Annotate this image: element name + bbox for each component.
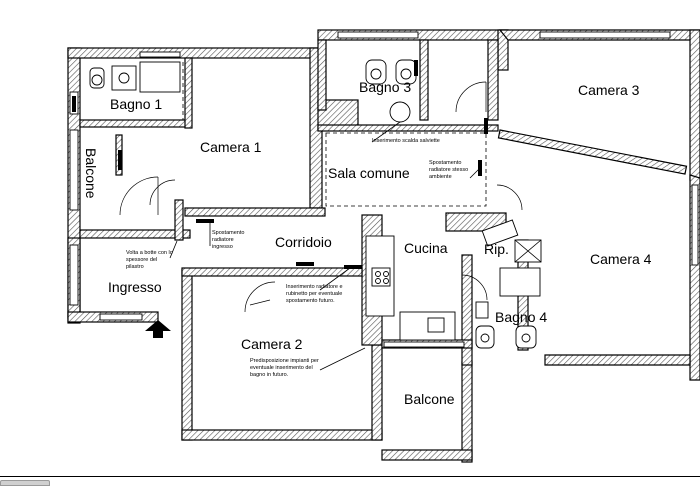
room-label-camera-3: Camera 3 [578, 82, 640, 98]
room-label-ingresso: Ingresso [108, 279, 162, 295]
dashed-lines [182, 62, 487, 207]
leader-lines [169, 121, 481, 371]
note-inserimento-radiatore: Inserimento radiatore e rubinetto per ev… [286, 284, 343, 304]
windows [69, 31, 699, 348]
room-label-ripostiglio: Rip. [484, 241, 509, 257]
entrance-arrow-icon [145, 320, 171, 338]
note-spostamento-radiatore-ingresso: Spostamento radiatore ingresso [212, 230, 245, 250]
note-spostamento-radiatore-sala: Spostamento radiatore stesso ambiente [429, 160, 469, 180]
doors [119, 81, 523, 313]
note-volta-a-botte: Volta a botte con lo spessore del pilast… [126, 250, 173, 270]
room-label-corridoio: Corridoio [275, 234, 332, 250]
room-label-cucina: Cucina [404, 240, 448, 256]
room-label-sala-comune: Sala comune [328, 165, 410, 181]
room-label-camera-4: Camera 4 [590, 251, 652, 267]
room-label-bagno-3: Bagno 3 [359, 79, 412, 95]
room-label-camera-1: Camera 1 [200, 139, 262, 155]
bottom-frame-line [0, 476, 700, 477]
note-predisposizione-impianti: Predisposizione impianti per eventuale i… [250, 358, 319, 378]
room-label-camera-2: Camera 2 [241, 336, 303, 352]
note-scalda-salviette: Inserimento scalda salviette [372, 138, 440, 144]
room-label-balcone-left: Balcone [83, 148, 99, 199]
room-label-bagno-4: Bagno 4 [495, 309, 548, 325]
room-label-balcone-bottom: Balcone [404, 391, 455, 407]
scrollbar-tab[interactable] [0, 480, 50, 486]
room-label-bagno-1: Bagno 1 [110, 96, 163, 112]
